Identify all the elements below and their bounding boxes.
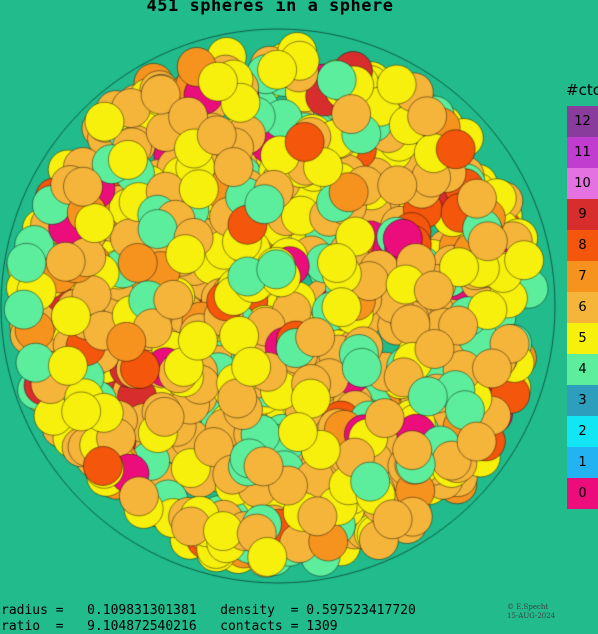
legend-title: #ctc <box>566 81 598 99</box>
legend-item-4: 4 <box>567 354 598 385</box>
legend-item-0: 0 <box>567 478 598 509</box>
legend-item-8: 8 <box>567 230 598 261</box>
credit-author: © E.Specht <box>507 603 549 611</box>
legend-item-9: 9 <box>567 199 598 230</box>
legend-item-10: 10 <box>567 168 598 199</box>
credit-date: 15-AUG-2024 <box>507 612 556 620</box>
credit: © E.Specht 15-AUG-2024 <box>507 603 555 621</box>
page-title: 451 spheres in a sphere <box>146 0 394 16</box>
legend-item-11: 11 <box>567 137 598 168</box>
legend-item-5: 5 <box>567 323 598 354</box>
legend-item-7: 7 <box>567 261 598 292</box>
legend-item-3: 3 <box>567 385 598 416</box>
legend-item-1: 1 <box>567 447 598 478</box>
radius-density-readout: radius = 0.109831301381 density = 0.5975… <box>1 603 416 618</box>
legend-item-12: 12 <box>567 106 598 137</box>
legend-item-2: 2 <box>567 416 598 447</box>
ratio-contacts-readout: ratio = 9.104872540216 contacts = 1309 <box>1 619 338 634</box>
legend-item-6: 6 <box>567 292 598 323</box>
